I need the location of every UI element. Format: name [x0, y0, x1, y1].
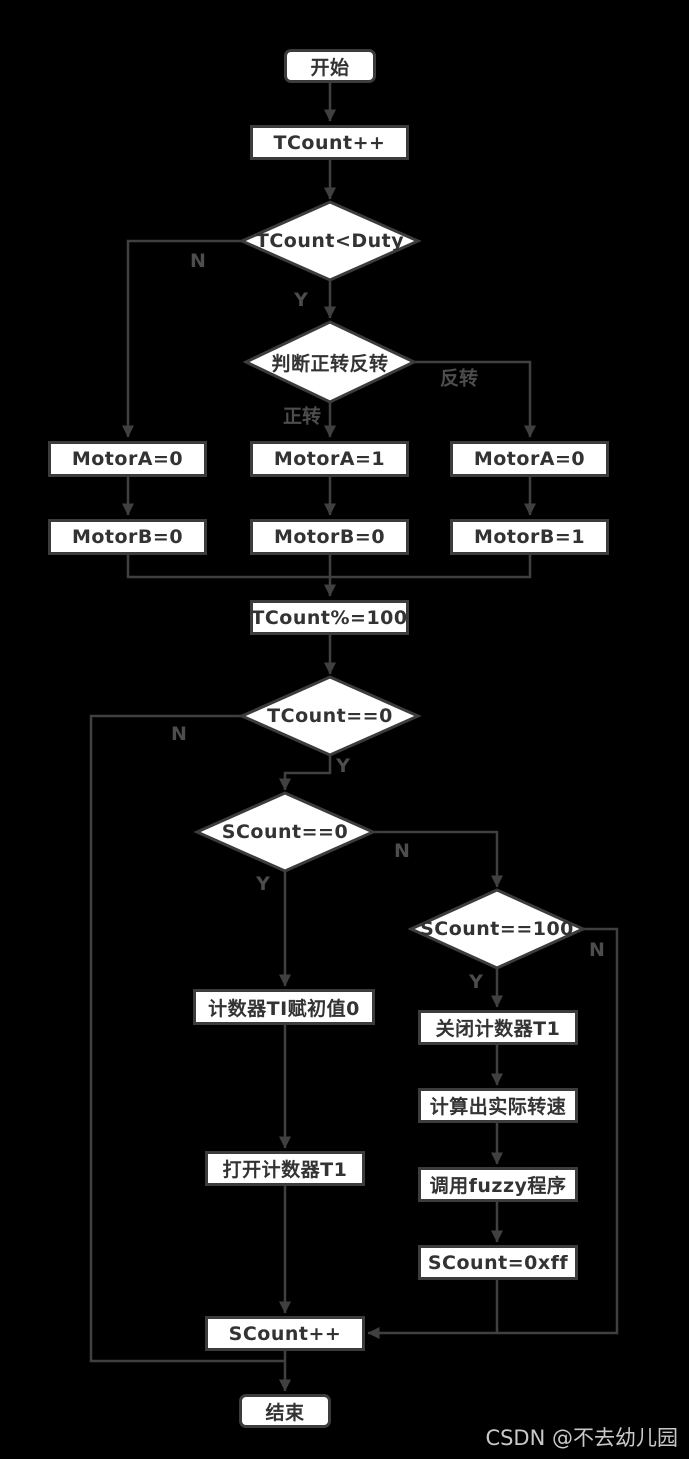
branch-label-duty-yes: Y	[294, 289, 308, 311]
diamond-direction	[242, 320, 418, 404]
branch-label-szero-no: N	[394, 840, 410, 862]
node-start: 开始	[284, 49, 376, 83]
edge-tzero-no	[89, 714, 284, 1363]
node-open-counter: 打开计数器T1	[205, 1151, 365, 1186]
branch-label-tzero-no: N	[171, 723, 187, 745]
edge-reverse	[414, 360, 536, 438]
node-motor-a-left: MotorA=0	[48, 441, 207, 477]
edge-duty-no	[122, 239, 242, 438]
node-motor-b-center: MotorB=0	[250, 519, 409, 555]
branch-label-reverse: 反转	[439, 367, 479, 390]
node-motor-b-left: MotorB=0	[48, 519, 207, 555]
branch-label-s100-yes: Y	[469, 971, 483, 993]
node-motor-a-right: MotorA=0	[450, 441, 609, 477]
diamond-scount-zero	[193, 791, 377, 873]
branch-label-tzero-yes: Y	[336, 755, 350, 777]
branch-label-forward: 正转	[282, 405, 322, 428]
diamond-tcount-duty	[238, 200, 422, 282]
edge-tzero-yes	[279, 755, 332, 791]
node-init-counter: 计数器TI赋初值0	[193, 989, 375, 1025]
branch-label-duty-no: N	[190, 250, 206, 272]
branch-label-szero-yes: Y	[256, 873, 270, 895]
edge-szero-no	[373, 830, 503, 888]
diamond-scount-100	[407, 888, 587, 970]
node-close-counter: 关闭计数器T1	[418, 1010, 578, 1045]
node-scount-increment: SCount++	[205, 1316, 365, 1351]
node-end: 结束	[239, 1394, 331, 1428]
node-motor-a-center: MotorA=1	[250, 441, 409, 477]
node-calc-speed: 计算出实际转速	[418, 1088, 578, 1123]
node-scount-set: SCount=0xff	[418, 1245, 578, 1280]
edge-s100-no	[367, 927, 619, 1339]
node-tcount-increment: TCount++	[250, 125, 409, 160]
node-motor-b-right: MotorB=1	[450, 519, 609, 555]
node-call-fuzzy: 调用fuzzy程序	[418, 1167, 578, 1202]
node-tcount-mod: TCount%=100	[250, 600, 409, 635]
branch-label-s100-no: N	[589, 939, 605, 961]
csdn-watermark: CSDN @不去幼儿园	[485, 1426, 678, 1450]
diamond-tcount-zero	[238, 675, 422, 757]
